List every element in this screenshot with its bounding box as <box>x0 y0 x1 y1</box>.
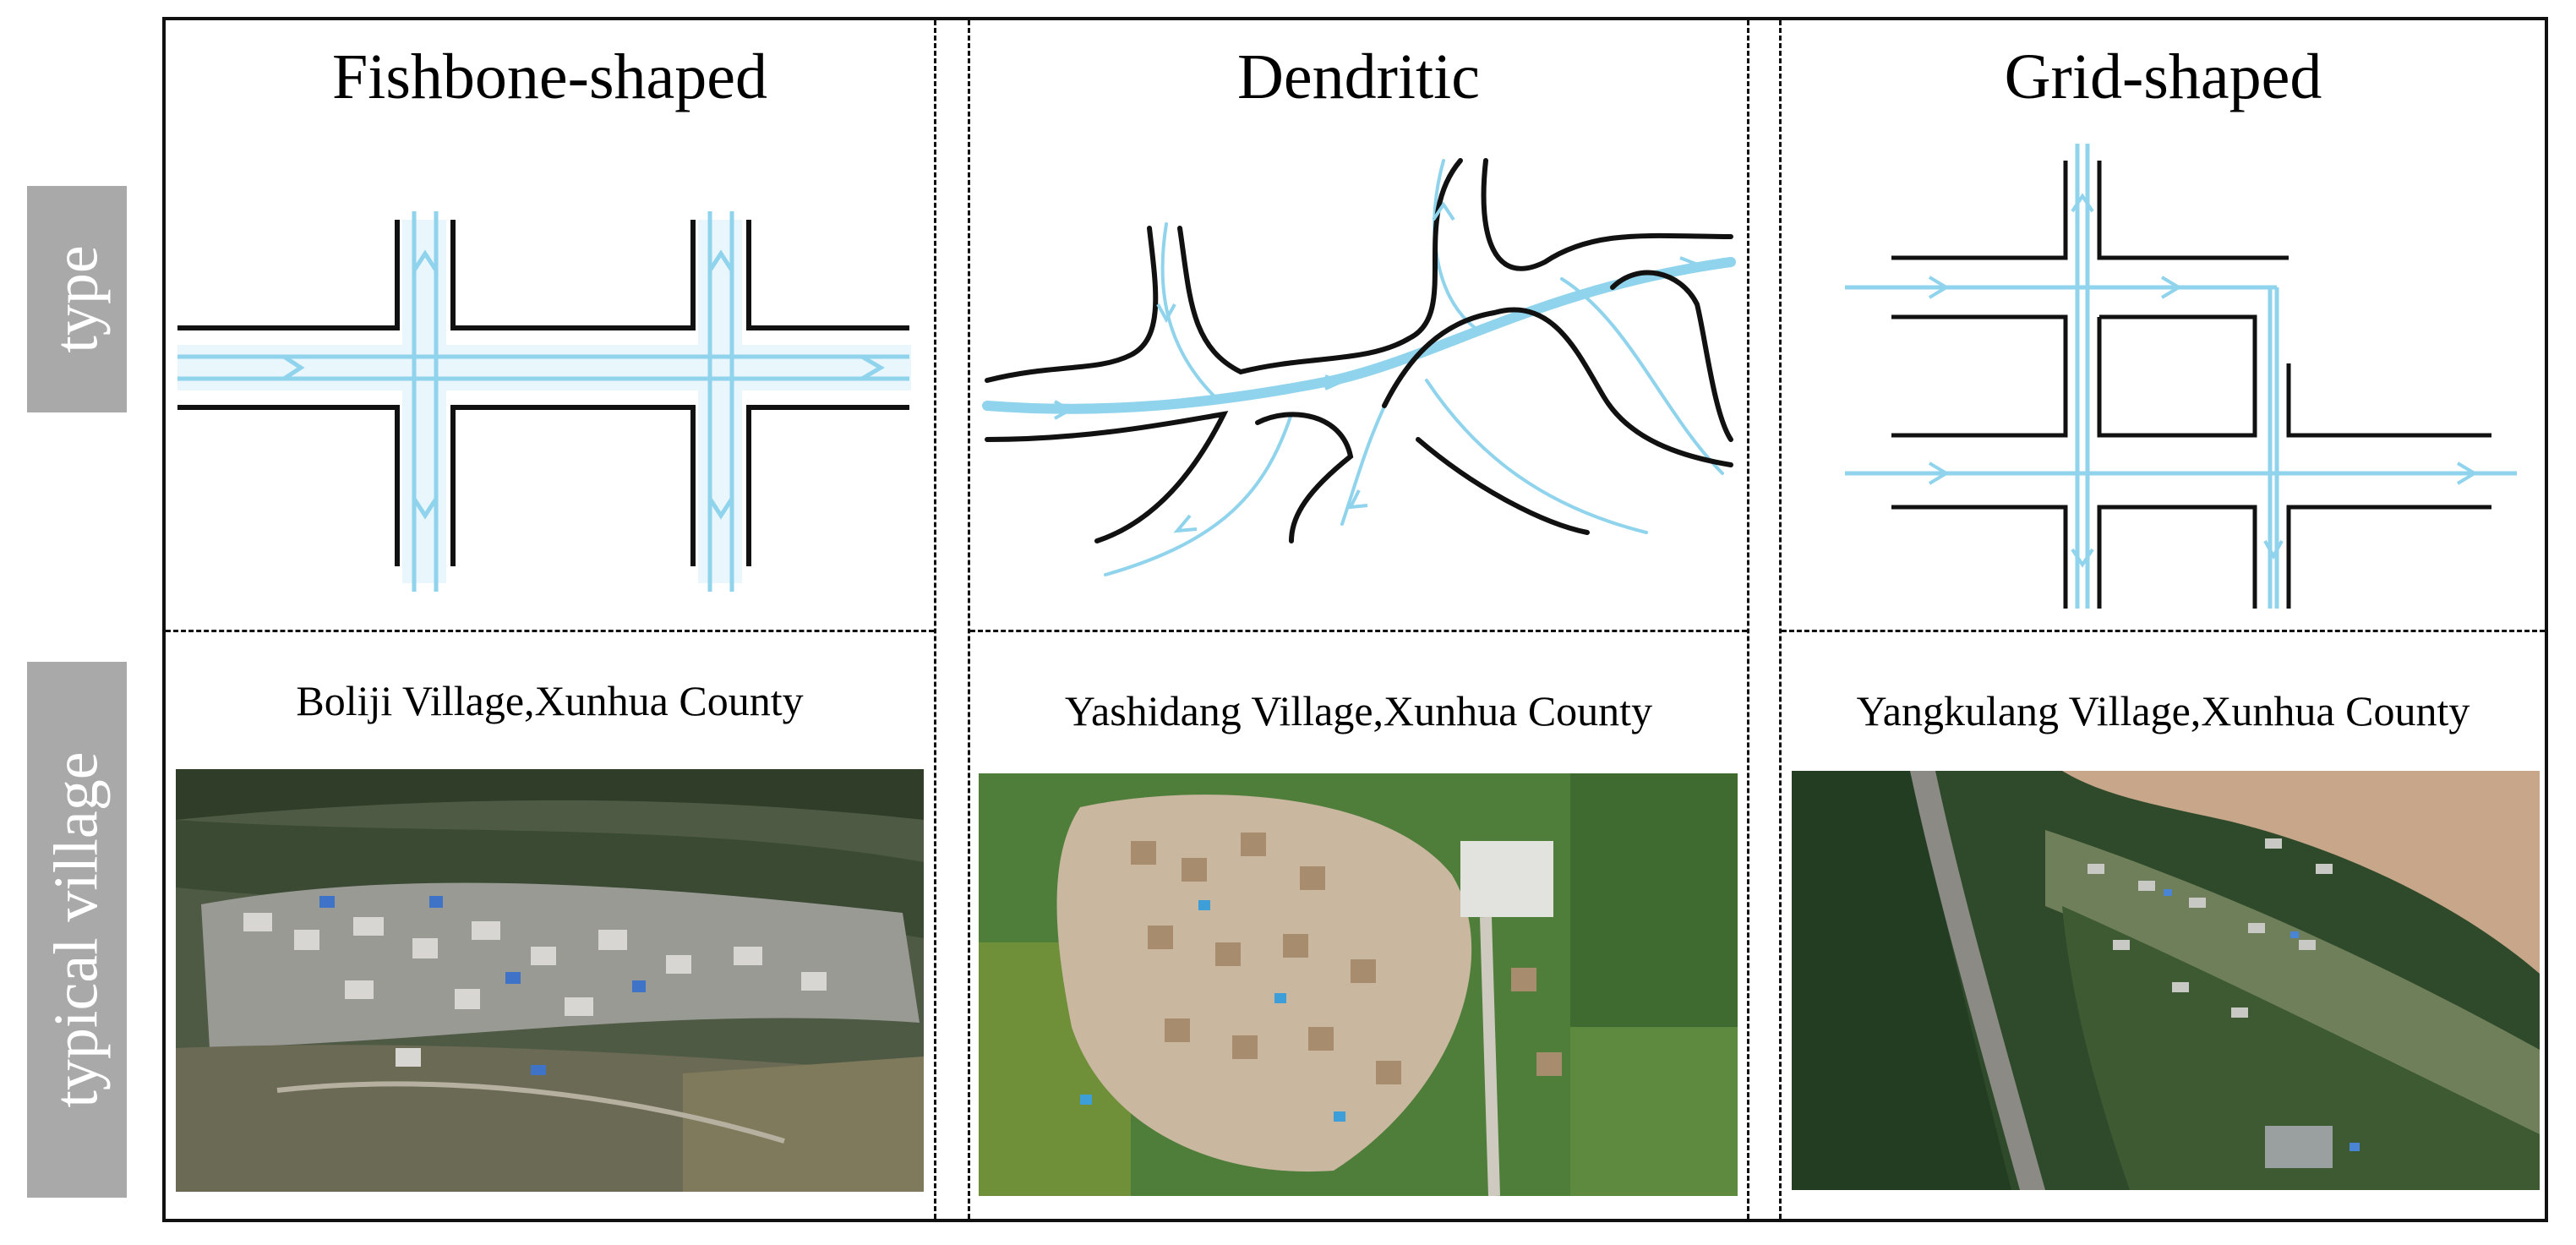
column-divider-left-a <box>934 20 936 1219</box>
fishbone-pattern-diagram <box>166 135 934 609</box>
grid-pattern-diagram <box>1782 135 2545 609</box>
column-title-dendritic: Dendritic <box>1236 41 1480 112</box>
row-label-type-text: type <box>42 245 112 353</box>
aerial-photo-yashidang <box>979 773 1738 1196</box>
village-name-boliji: Boliji Village,Xunhua County <box>296 677 804 724</box>
column-divider-left-b <box>968 20 970 1219</box>
column-divider-right-b <box>1779 20 1782 1219</box>
row-label-type: type <box>27 186 127 412</box>
row-divider-col3 <box>1782 630 2545 632</box>
table-frame <box>162 17 2548 1222</box>
row-divider-col1 <box>166 630 934 632</box>
column-title-grid: Grid-shaped <box>2004 41 2322 112</box>
village-name-yangkulang: Yangkulang Village,Xunhua County <box>1856 687 2470 734</box>
row-label-village-text: typical village <box>42 751 112 1108</box>
dendritic-pattern-diagram <box>970 135 1747 609</box>
aerial-photo-yangkulang <box>1792 771 2540 1190</box>
row-label-typical-village: typical village <box>27 662 127 1198</box>
column-divider-right-a <box>1747 20 1749 1219</box>
row-divider-col2 <box>970 630 1747 632</box>
village-name-yashidang: Yashidang Village,Xunhua County <box>1064 687 1653 734</box>
column-title-fishbone: Fishbone-shaped <box>331 41 768 112</box>
aerial-photo-boliji <box>176 769 924 1192</box>
